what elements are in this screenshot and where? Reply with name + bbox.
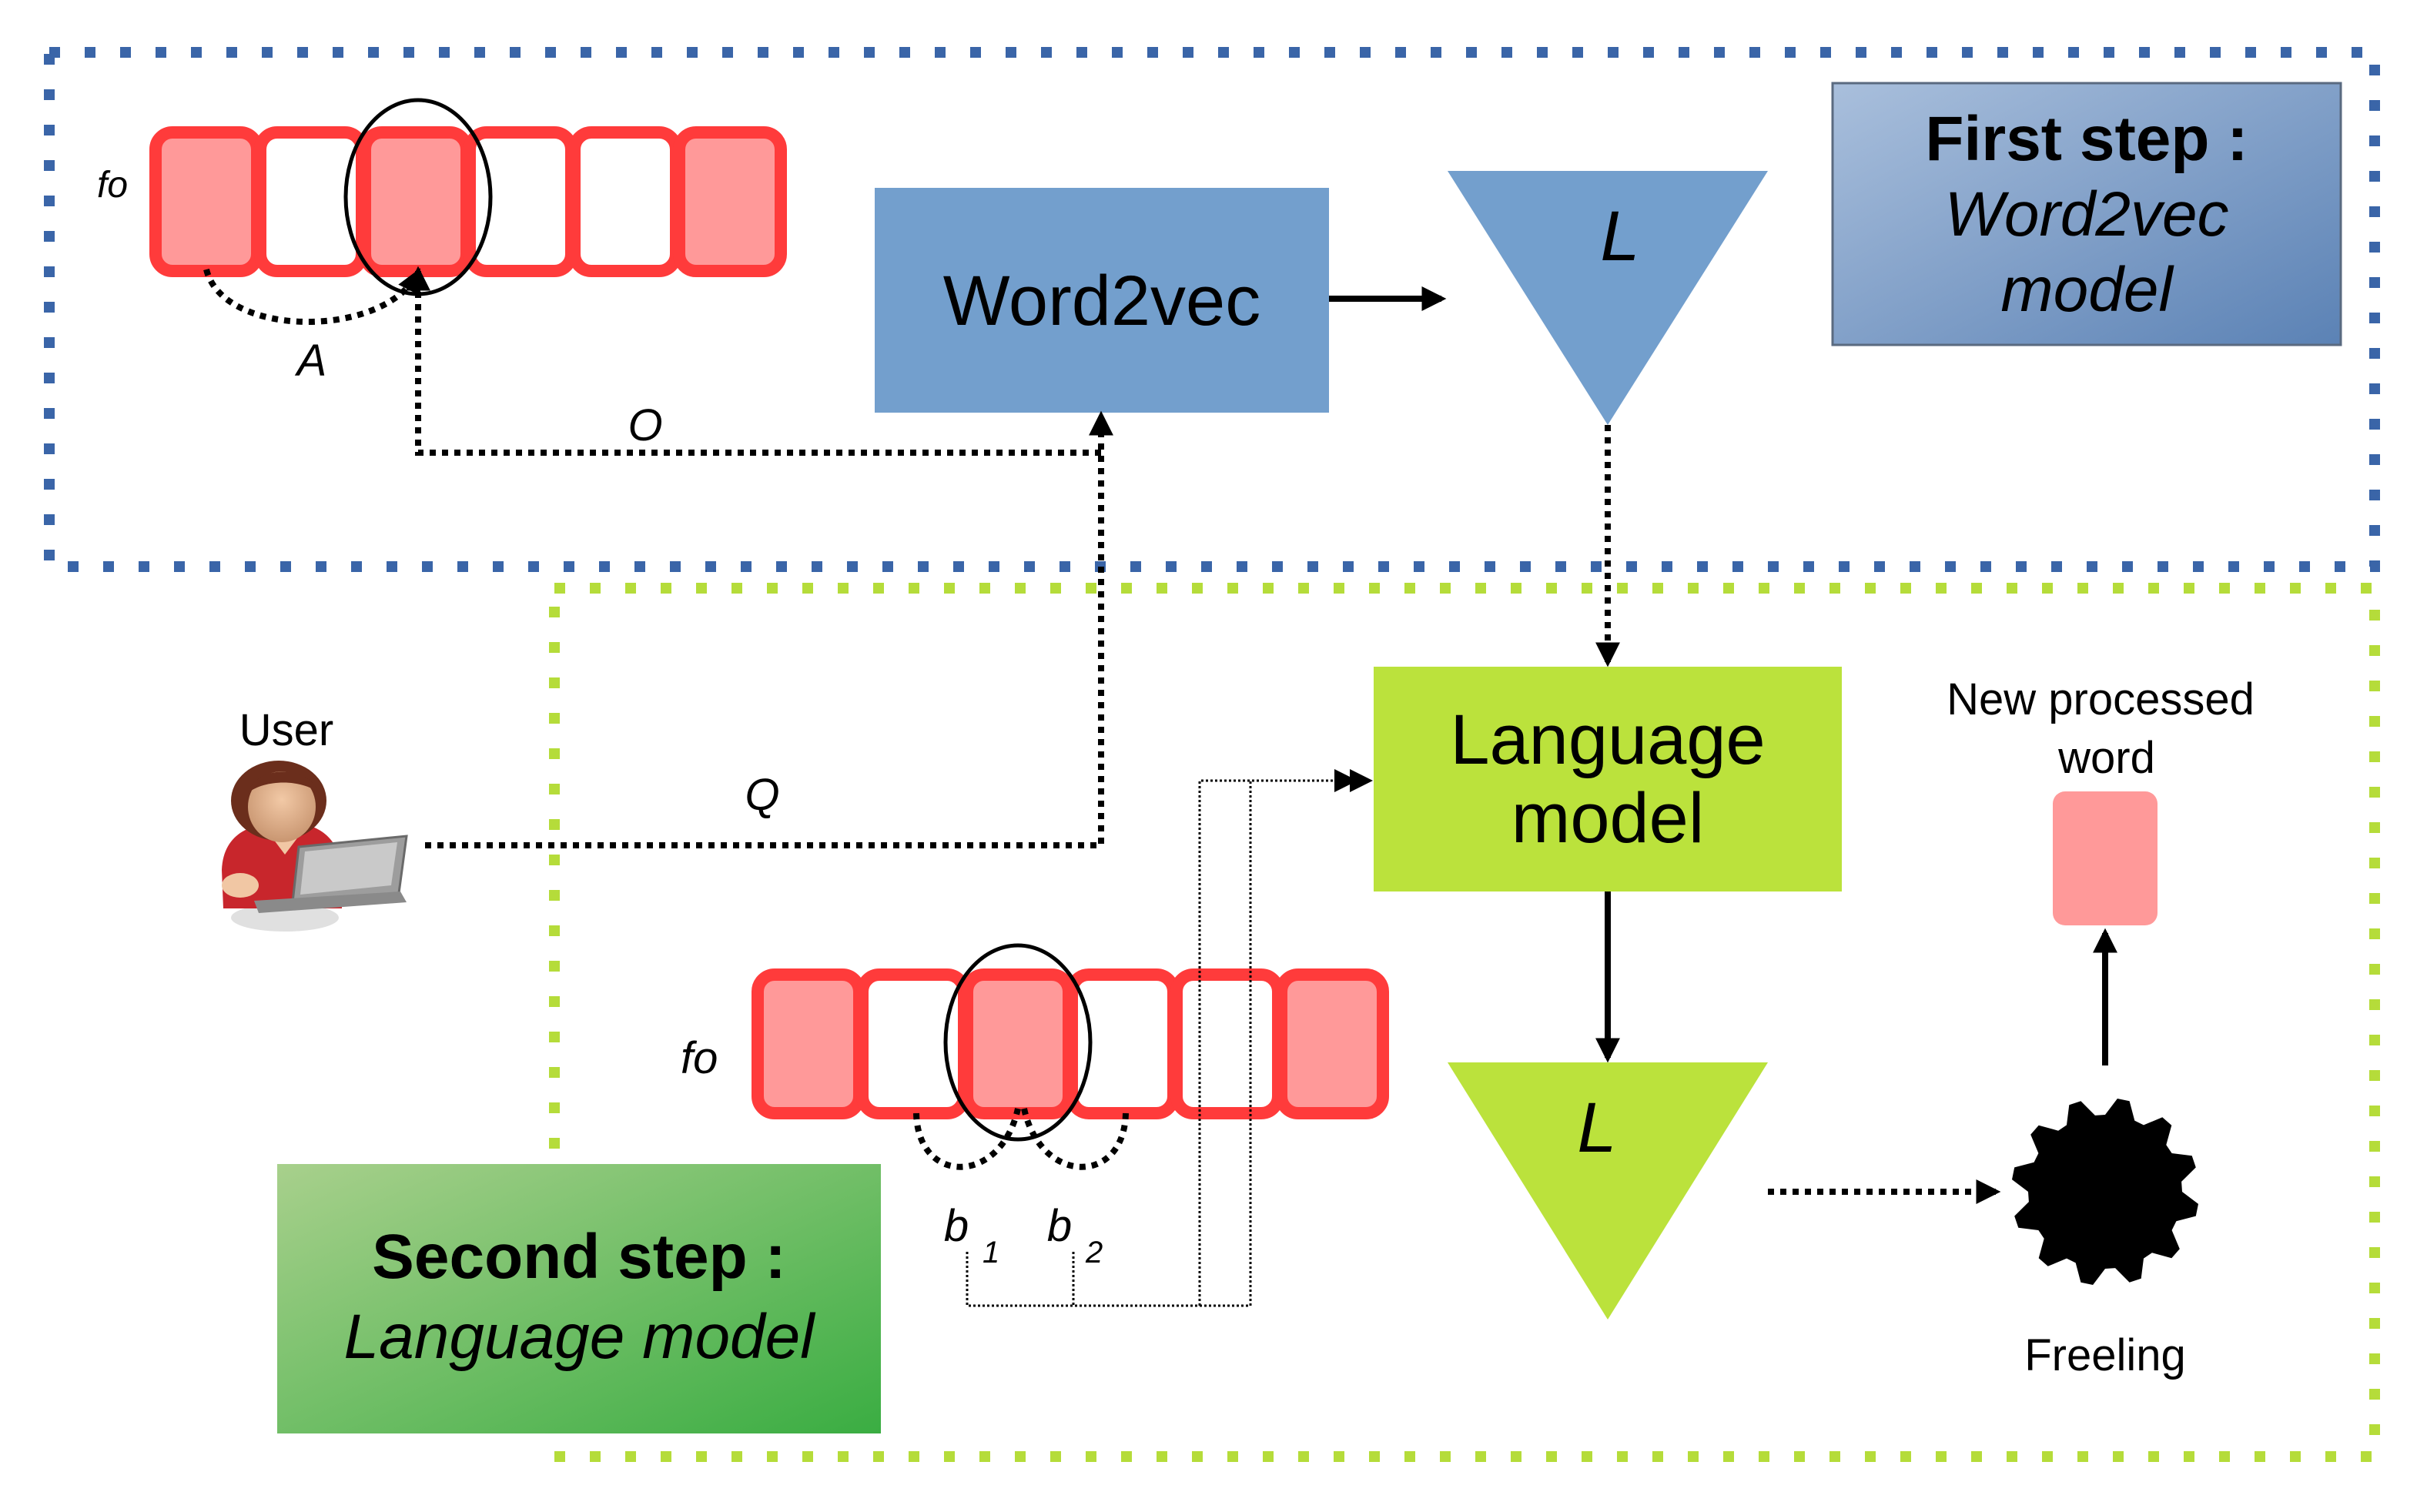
step2-token-5 — [1170, 968, 1284, 1119]
new-word-label-line1: New processed — [1947, 674, 2255, 724]
step2-token-4 — [1066, 968, 1180, 1119]
step1-region-border — [44, 47, 2380, 572]
step2-l-label: L — [1577, 1089, 1616, 1167]
step1-token-1 — [149, 126, 263, 277]
step1-arc-a-label: A — [295, 336, 327, 386]
step2-token-2 — [856, 968, 970, 1119]
language-model-line2: model — [1511, 779, 1705, 858]
user-label: User — [239, 705, 333, 755]
step1-title-line3: model — [2000, 255, 2174, 325]
step2-focus-circle — [943, 943, 1093, 1142]
user-icon — [222, 761, 408, 932]
b2-to-language-connector — [1072, 769, 1357, 1307]
language-model-box — [1374, 667, 1842, 891]
step2-l-triangle — [1448, 1062, 1768, 1320]
freeling-label: Freeling — [2024, 1330, 2186, 1380]
freeling-gear-icon — [2012, 1099, 2198, 1285]
step2-arc-b2 — [1021, 1108, 1129, 1170]
word2vec-label: Word2vec — [943, 262, 1260, 340]
language-model-line1: Language — [1450, 701, 1765, 779]
step2-b1-label: b — [944, 1201, 969, 1251]
step2-b2-subscript: 2 — [1085, 1236, 1103, 1269]
step2-title-line2: Language model — [344, 1302, 817, 1372]
step1-token-6 — [673, 126, 787, 277]
step1-token-3 — [359, 126, 473, 277]
step2-vector-label: fo — [681, 1033, 718, 1083]
step1-l-label: L — [1600, 197, 1639, 276]
step1-vector-label: fo — [97, 165, 128, 206]
step1-arc-a — [203, 268, 421, 325]
step1-arrow-o — [406, 266, 1101, 456]
new-word-label-line2: word — [2057, 733, 2155, 783]
step1-title-bold: First step : — [1925, 104, 2248, 174]
new-word-token — [2053, 791, 2158, 925]
step2-token-1 — [752, 968, 865, 1119]
step1-title-box — [1831, 82, 2342, 346]
step1-arrow-o-label: O — [628, 400, 662, 450]
step1-l-triangle — [1448, 171, 1768, 425]
step2-b2-label: b — [1047, 1201, 1072, 1251]
step1-title-line2: Word2vec — [1944, 179, 2228, 249]
gear-teeth — [2012, 1099, 2198, 1285]
step2-token-6 — [1275, 968, 1389, 1119]
step2-vector — [752, 968, 1389, 1119]
step1-token-4 — [464, 126, 577, 277]
step1-token-5 — [568, 126, 682, 277]
step2-b1-subscript: 1 — [983, 1236, 999, 1269]
word2vec-box — [875, 188, 1329, 413]
step2-token-3 — [961, 968, 1075, 1119]
step1-vector — [149, 126, 787, 277]
query-q-arrow — [425, 410, 1113, 848]
query-q-label: Q — [745, 770, 779, 820]
step2-title-box — [277, 1164, 881, 1433]
step2-title-bold: Second step : — [372, 1222, 786, 1292]
step2-arc-b1 — [913, 1108, 1021, 1170]
